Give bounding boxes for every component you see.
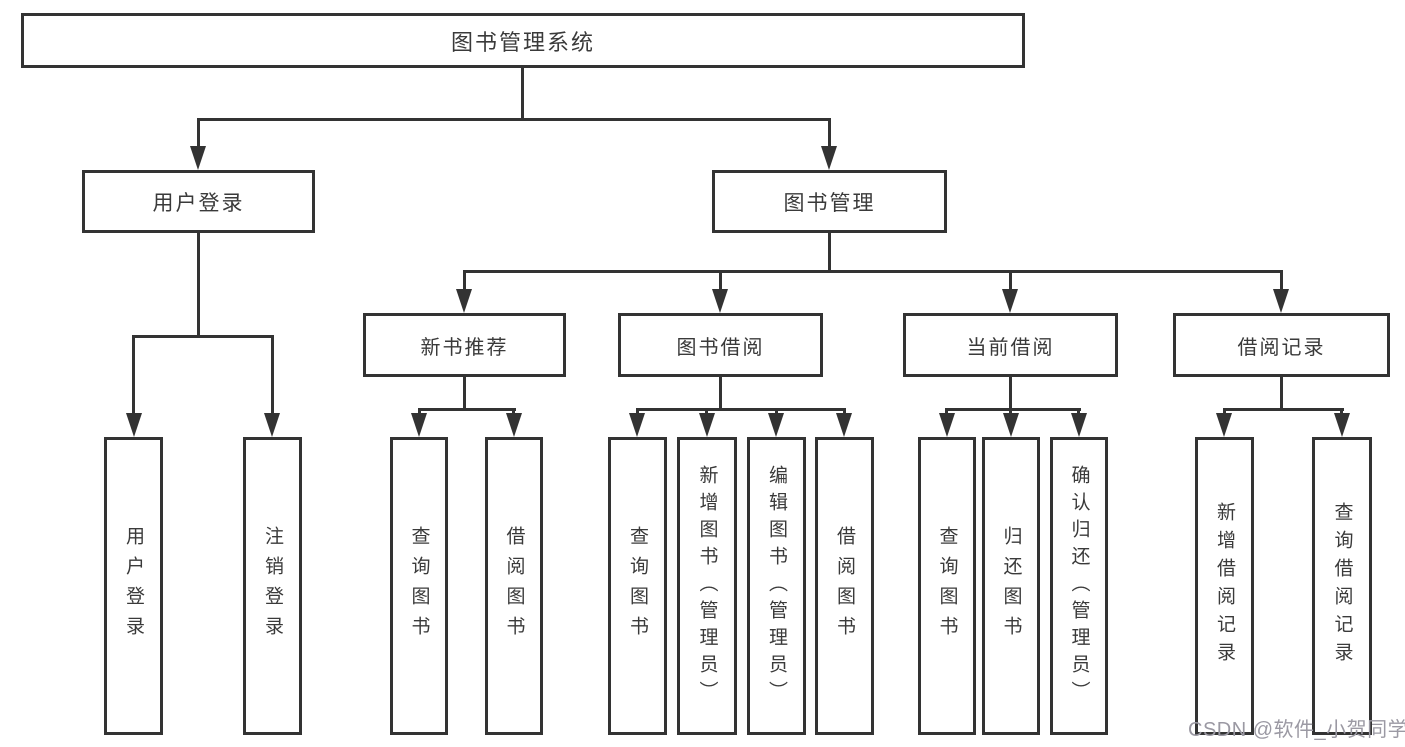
connector-line: [418, 408, 516, 411]
node-label: 用户登录: [152, 191, 245, 215]
node-borrow-records: 借阅记录: [1173, 313, 1390, 377]
arrow-down-icon: [1003, 413, 1019, 437]
node-user-login: 用户登录: [82, 170, 315, 233]
node-leaf-user-login: 用户登录: [104, 437, 163, 735]
node-label: 借阅图书: [503, 526, 525, 646]
arrow-down-icon: [768, 413, 784, 437]
connector-line: [418, 408, 421, 416]
node-leaf-borrow-book: 借阅图书: [485, 437, 543, 735]
arrow-down-icon: [712, 289, 728, 313]
node-leaf-query-borrow-record: 查询借阅记录: [1312, 437, 1372, 735]
node-new-book-recommend: 新书推荐: [363, 313, 566, 377]
node-leaf-edit-book-admin: 编辑图书（管理员）: [747, 437, 806, 735]
node-leaf-add-book-admin: 新增图书（管理员）: [677, 437, 737, 735]
arrow-down-icon: [821, 146, 837, 170]
connector-line: [512, 408, 515, 416]
node-label: 借阅记录: [1237, 336, 1326, 359]
connector-line: [705, 408, 708, 416]
connector-line: [636, 408, 639, 416]
node-leaf-query-book: 查询图书: [390, 437, 448, 735]
connector-line: [197, 233, 200, 337]
node-label: 新增图书（管理员）: [696, 464, 718, 708]
connector-line: [1077, 408, 1080, 416]
connector-line: [463, 270, 466, 291]
connector-line: [636, 408, 846, 411]
node-label: 查询借阅记录: [1331, 502, 1353, 670]
connector-line: [828, 233, 831, 272]
node-label: 确认归还（管理员）: [1068, 464, 1090, 708]
arrow-down-icon: [456, 289, 472, 313]
connector-line: [719, 270, 722, 291]
connector-line: [271, 335, 274, 415]
arrow-down-icon: [264, 413, 280, 437]
connector-line: [828, 118, 831, 148]
node-label: 查询图书: [936, 526, 958, 646]
node-label: 查询图书: [627, 526, 648, 646]
node-label: 图书管理: [783, 191, 876, 215]
node-book-management: 图书管理: [712, 170, 947, 233]
node-label: 新增借阅记录: [1214, 502, 1235, 670]
arrow-down-icon: [506, 413, 522, 437]
node-leaf-return-book: 归还图书: [982, 437, 1040, 735]
connector-line: [197, 118, 200, 148]
connector-line: [945, 408, 1081, 411]
node-label: 当前借阅: [966, 336, 1055, 359]
node-library-management-system: 图书管理系统: [21, 13, 1025, 68]
connector-line: [197, 118, 831, 121]
node-leaf-query-book: 查询图书: [918, 437, 976, 735]
csdn-watermark: CSDN @软件_小贺同学: [1188, 719, 1405, 741]
node-label: 编辑图书（管理员）: [766, 464, 787, 708]
node-label: 图书管理系统: [450, 29, 595, 55]
connector-line: [843, 408, 846, 416]
arrow-down-icon: [126, 413, 142, 437]
node-leaf-logout: 注销登录: [243, 437, 302, 735]
node-leaf-borrow-book: 借阅图书: [815, 437, 874, 735]
arrow-down-icon: [1216, 413, 1232, 437]
connector-line: [1223, 408, 1226, 416]
node-book-borrow: 图书借阅: [618, 313, 823, 377]
node-current-borrow: 当前借阅: [903, 313, 1118, 377]
connector-line: [1009, 408, 1012, 416]
node-label: 查询图书: [408, 526, 430, 646]
connector-line: [1340, 408, 1343, 416]
connector-line: [945, 408, 948, 416]
node-leaf-confirm-return-admin: 确认归还（管理员）: [1050, 437, 1108, 735]
node-label: 借阅图书: [834, 526, 855, 646]
arrow-down-icon: [190, 146, 206, 170]
arrow-down-icon: [1334, 413, 1350, 437]
node-leaf-query-book: 查询图书: [608, 437, 667, 735]
node-label: 用户登录: [123, 526, 144, 646]
arrow-down-icon: [1071, 413, 1087, 437]
node-leaf-add-borrow-record: 新增借阅记录: [1195, 437, 1254, 735]
arrow-down-icon: [699, 413, 715, 437]
connector-line: [1009, 270, 1012, 291]
connector-line: [1009, 377, 1012, 410]
connector-line: [775, 408, 778, 416]
connector-line: [463, 377, 466, 410]
connector-line: [132, 335, 274, 338]
node-label: 新书推荐: [420, 336, 509, 359]
arrow-down-icon: [629, 413, 645, 437]
node-label: 归还图书: [1000, 526, 1022, 646]
connector-line: [132, 335, 135, 415]
connector-line: [463, 270, 1282, 273]
connector-line: [719, 377, 722, 410]
arrow-down-icon: [939, 413, 955, 437]
connector-line: [1280, 377, 1283, 410]
node-label: 图书借阅: [676, 336, 765, 359]
arrow-down-icon: [1273, 289, 1289, 313]
node-label: 注销登录: [262, 526, 283, 646]
connector-line: [1280, 270, 1283, 291]
connector-line: [1223, 408, 1344, 411]
connector-line: [521, 68, 524, 120]
arrow-down-icon: [836, 413, 852, 437]
arrow-down-icon: [411, 413, 427, 437]
arrow-down-icon: [1002, 289, 1018, 313]
